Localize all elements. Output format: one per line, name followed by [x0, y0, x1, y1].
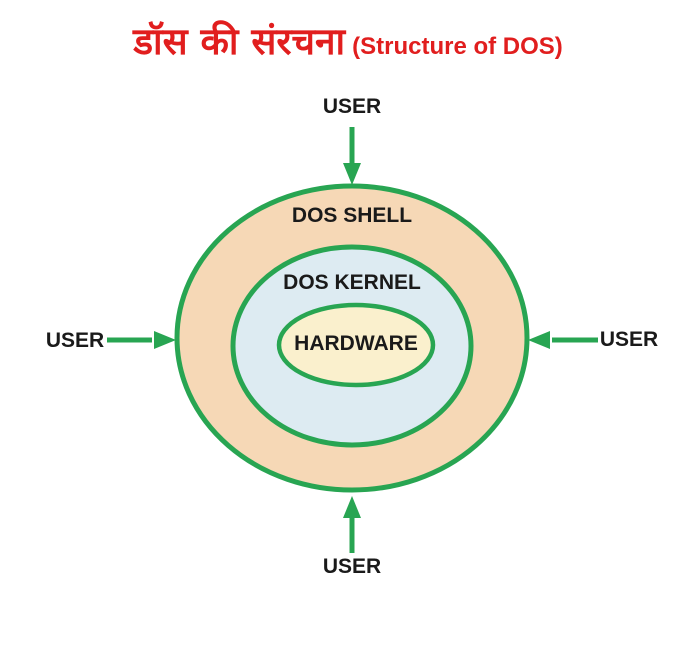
arrow-head-icon [343, 163, 361, 185]
hardware-label: HARDWARE [294, 332, 418, 355]
dos-shell-label: DOS SHELL [291, 204, 413, 227]
user-top-arrow [343, 127, 361, 185]
arrow-head-icon [154, 331, 176, 349]
user-label-right: USER [599, 328, 659, 351]
user-bottom-arrow [343, 496, 361, 553]
user-label-top: USER [322, 95, 382, 118]
user-label-bottom: USER [322, 555, 382, 578]
page-title-english: (Structure of DOS) [352, 33, 563, 60]
user-right-arrow [528, 331, 598, 349]
dos-kernel-label: DOS KERNEL [283, 271, 421, 294]
user-left-arrow [107, 331, 176, 349]
page-title-hindi: डॉस की संरचना [133, 20, 346, 63]
arrow-head-icon [343, 496, 361, 518]
arrow-head-icon [528, 331, 550, 349]
page-title: डॉस की संरचना (Structure of DOS) [0, 14, 696, 65]
user-label-left: USER [45, 329, 105, 352]
hardware-ellipse [276, 302, 436, 388]
